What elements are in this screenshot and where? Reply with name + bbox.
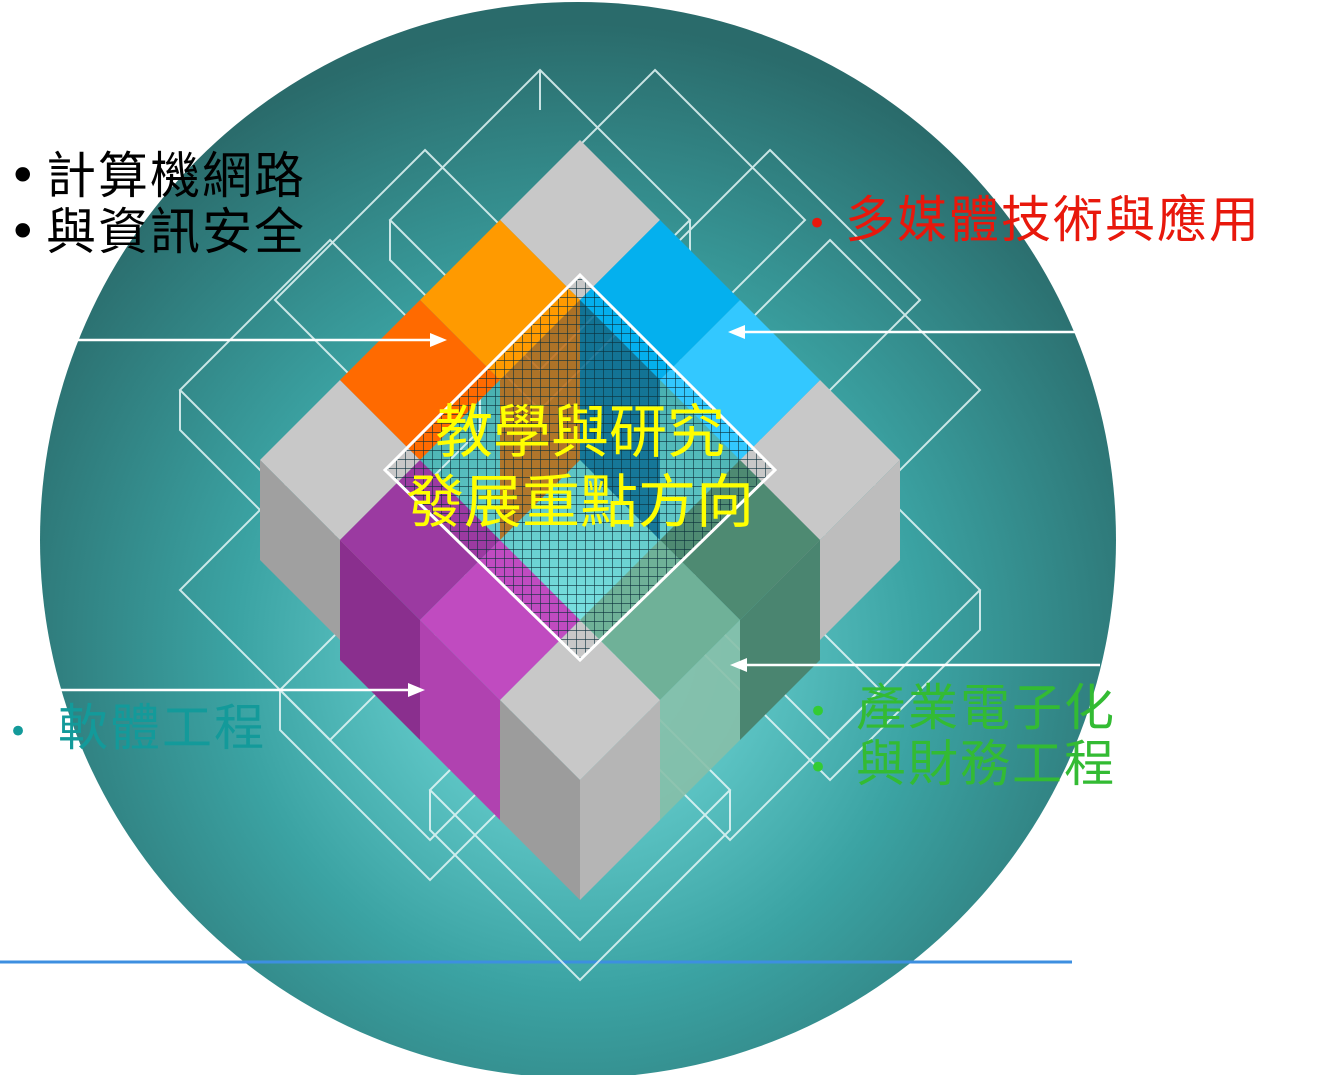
label-ecommerce-finance: •產業電子化 •與財務工程 [808, 679, 1116, 793]
right-arrow-icon [40, 333, 447, 347]
right-arrow-icon [40, 683, 425, 697]
left-arrow-icon [728, 325, 1080, 339]
center-grid-diamond [382, 272, 778, 663]
left-arrow-icon [730, 658, 1100, 672]
label-ecommerce-line1: 產業電子化 [856, 679, 1116, 737]
label-network-line1: 計算機網路 [46, 147, 306, 205]
label-software-engineering: •軟體工程 [8, 699, 266, 757]
label-network-line2: 與資訊安全 [46, 203, 306, 261]
label-ecommerce-line2: 與財務工程 [856, 735, 1116, 793]
center-title-line2: 發展重點方向 [405, 467, 754, 536]
label-software-line1: 軟體工程 [58, 699, 266, 757]
center-title: 教學與研究 發展重點方向 [330, 398, 830, 537]
center-title-line1: 教學與研究 [434, 398, 725, 466]
label-network-security: •計算機網路 •與資訊安全 [8, 147, 306, 261]
label-multimedia: •多媒體技術與應用 [807, 191, 1261, 249]
label-multimedia-line1: 多媒體技術與應用 [845, 191, 1261, 249]
